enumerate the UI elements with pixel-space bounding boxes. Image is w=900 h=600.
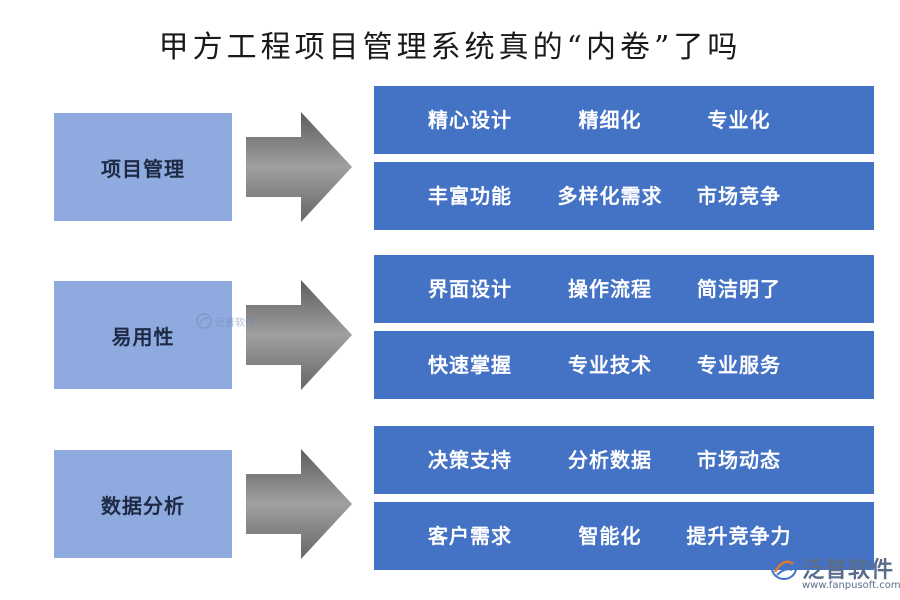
feature-row-2: 丰富功能 多样化需求 市场竞争 <box>374 162 874 230</box>
feature-item: 专业服务 <box>697 353 781 377</box>
brand-logo-icon <box>771 556 797 580</box>
feature-item: 多样化需求 <box>557 184 663 208</box>
feature-item: 市场竞争 <box>697 184 781 208</box>
feature-item: 简洁明了 <box>697 277 781 301</box>
feature-item: 专业化 <box>707 108 771 132</box>
feature-row-5: 决策支持 分析数据 市场动态 <box>374 426 874 494</box>
brand-logo: 泛普软件 <box>770 552 894 584</box>
feature-item: 客户需求 <box>428 524 512 548</box>
feature-item: 精细化 <box>578 108 642 132</box>
feature-item: 分析数据 <box>568 448 652 472</box>
feature-row-1: 精心设计 精细化 专业化 <box>374 86 874 154</box>
feature-item: 界面设计 <box>428 277 512 301</box>
feature-item: 市场动态 <box>697 448 781 472</box>
watermark: 泛普软件 <box>196 313 255 329</box>
right-arrow-icon <box>246 280 352 390</box>
brand-url: www.fanpusoft.com <box>802 580 900 591</box>
feature-item: 专业技术 <box>568 353 652 377</box>
category-usability: 易用性 <box>54 281 232 389</box>
feature-item: 提升竞争力 <box>686 524 792 548</box>
feature-item: 精心设计 <box>428 108 512 132</box>
page-title: 甲方工程项目管理系统真的“内卷”了吗 <box>158 30 742 65</box>
feature-item: 快速掌握 <box>428 353 512 377</box>
right-arrow-icon <box>246 112 352 222</box>
watermark-text: 泛普软件 <box>215 317 255 329</box>
feature-row-3: 界面设计 操作流程 简洁明了 <box>374 255 874 323</box>
feature-row-4: 快速掌握 专业技术 专业服务 <box>374 331 874 399</box>
feature-item: 丰富功能 <box>428 184 512 208</box>
brand-name: 泛普软件 <box>802 558 895 583</box>
feature-item: 智能化 <box>578 524 642 548</box>
right-arrow-icon <box>246 449 352 559</box>
feature-item: 决策支持 <box>428 448 512 472</box>
category-data-analysis: 数据分析 <box>54 450 232 558</box>
feature-item: 操作流程 <box>568 277 652 301</box>
watermark-logo-icon <box>196 313 212 329</box>
category-project-management: 项目管理 <box>54 113 232 221</box>
